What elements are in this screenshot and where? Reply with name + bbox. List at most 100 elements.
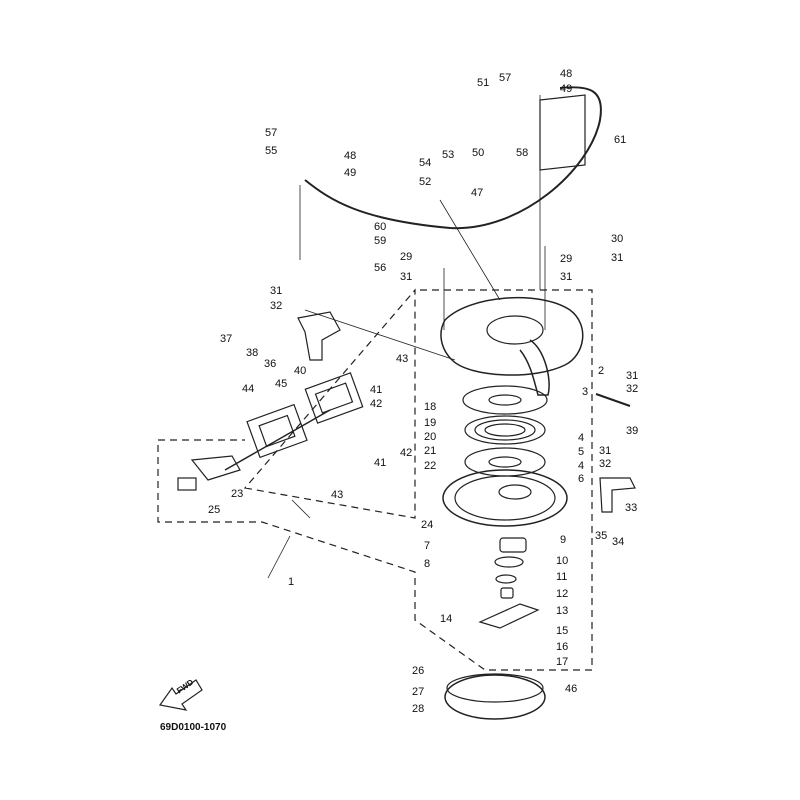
callout-6: 6 (578, 473, 585, 485)
callout-41b: 41 (374, 457, 387, 469)
assembly-boundary (157, 288, 593, 671)
callout-42a: 42 (370, 398, 383, 410)
callout-50: 50 (472, 147, 485, 159)
control-cable (304, 86, 602, 230)
callout-41a: 41 (370, 384, 383, 396)
callout-16: 16 (556, 641, 569, 653)
callout-58: 58 (516, 147, 529, 159)
starter-handle (190, 455, 241, 481)
collar (500, 587, 514, 599)
plate-39 (595, 393, 631, 407)
callout-8: 8 (424, 558, 431, 570)
callout-49a: 49 (560, 83, 573, 95)
callout-15: 15 (556, 625, 569, 637)
callout-32b: 32 (626, 383, 639, 395)
callout-32a: 32 (270, 300, 283, 312)
callout-9: 9 (560, 534, 567, 546)
callout-34: 34 (612, 536, 625, 548)
callout-49b: 49 (344, 167, 357, 179)
callout-22: 22 (424, 460, 437, 472)
callout-27: 27 (412, 686, 425, 698)
callout-43a: 43 (396, 353, 409, 365)
callout-48a: 48 (560, 68, 573, 80)
side-bracket (599, 477, 636, 513)
washer (494, 556, 524, 568)
callout-31a: 31 (400, 271, 413, 283)
callout-31b: 31 (560, 271, 573, 283)
callout-23: 23 (231, 488, 244, 500)
callout-10: 10 (556, 555, 569, 567)
bracket (297, 311, 341, 361)
callout-44: 44 (242, 383, 255, 395)
callout-25: 25 (208, 504, 221, 516)
fwd-arrow (158, 679, 203, 711)
callout-43b: 43 (331, 489, 344, 501)
callout-51: 51 (477, 77, 490, 89)
callout-31e: 31 (626, 370, 639, 382)
spiral-spring (464, 415, 546, 445)
callout-31f: 31 (599, 445, 612, 457)
callout-52: 52 (419, 176, 432, 188)
callout-31d: 31 (270, 285, 283, 297)
leader-lines (267, 95, 546, 579)
bushing (499, 537, 527, 553)
callout-40: 40 (294, 365, 307, 377)
callout-1: 1 (288, 576, 295, 588)
sheave-drum (442, 469, 568, 527)
callout-35: 35 (595, 530, 608, 542)
callout-29b: 29 (560, 253, 573, 265)
callout-56: 56 (374, 262, 387, 274)
callout-12: 12 (556, 588, 569, 600)
callout-19: 19 (424, 417, 437, 429)
callout-37: 37 (220, 333, 233, 345)
ratchet-cup (444, 674, 546, 720)
callout-3: 3 (582, 386, 589, 398)
callout-33: 33 (625, 502, 638, 514)
callout-18: 18 (424, 401, 437, 413)
callout-39: 39 (626, 425, 639, 437)
callout-2: 2 (598, 365, 605, 377)
callout-59: 59 (374, 235, 387, 247)
callout-30: 30 (611, 233, 624, 245)
bearing (495, 574, 517, 584)
callout-20: 20 (424, 431, 437, 443)
starter-rope (224, 409, 331, 471)
callout-54: 54 (419, 157, 432, 169)
callout-57b: 57 (499, 72, 512, 84)
grommet-outer (246, 403, 308, 459)
callout-26: 26 (412, 665, 425, 677)
callout-17: 17 (556, 656, 569, 668)
callout-45: 45 (275, 378, 288, 390)
callout-29a: 29 (400, 251, 413, 263)
callout-55: 55 (265, 145, 278, 157)
callout-38: 38 (246, 347, 259, 359)
callout-7: 7 (424, 540, 431, 552)
callout-14: 14 (440, 613, 453, 625)
callout-4a: 4 (578, 432, 585, 444)
callout-28: 28 (412, 703, 425, 715)
callout-11: 11 (556, 571, 568, 583)
cover-plate (539, 94, 586, 171)
callout-61: 61 (614, 134, 627, 146)
drawing-code: 69D0100-1070 (160, 722, 227, 733)
grommet-inner (304, 372, 364, 424)
case-arm (519, 339, 550, 396)
callout-60: 60 (374, 221, 387, 233)
callout-46: 46 (565, 683, 578, 695)
case-hub (486, 315, 544, 345)
callout-5: 5 (578, 446, 585, 458)
callout-47: 47 (471, 187, 484, 199)
callout-31c: 31 (611, 252, 624, 264)
callout-53: 53 (442, 149, 455, 161)
callout-13: 13 (556, 605, 569, 617)
callout-36: 36 (264, 358, 277, 370)
callout-32c: 32 (599, 458, 612, 470)
starter-case (440, 296, 584, 376)
plate-lower (464, 447, 546, 477)
callout-42b: 42 (400, 447, 413, 459)
callout-57a: 57 (265, 127, 278, 139)
plate-upper (462, 385, 548, 415)
callout-48b: 48 (344, 150, 357, 162)
callout-21: 21 (424, 445, 437, 457)
